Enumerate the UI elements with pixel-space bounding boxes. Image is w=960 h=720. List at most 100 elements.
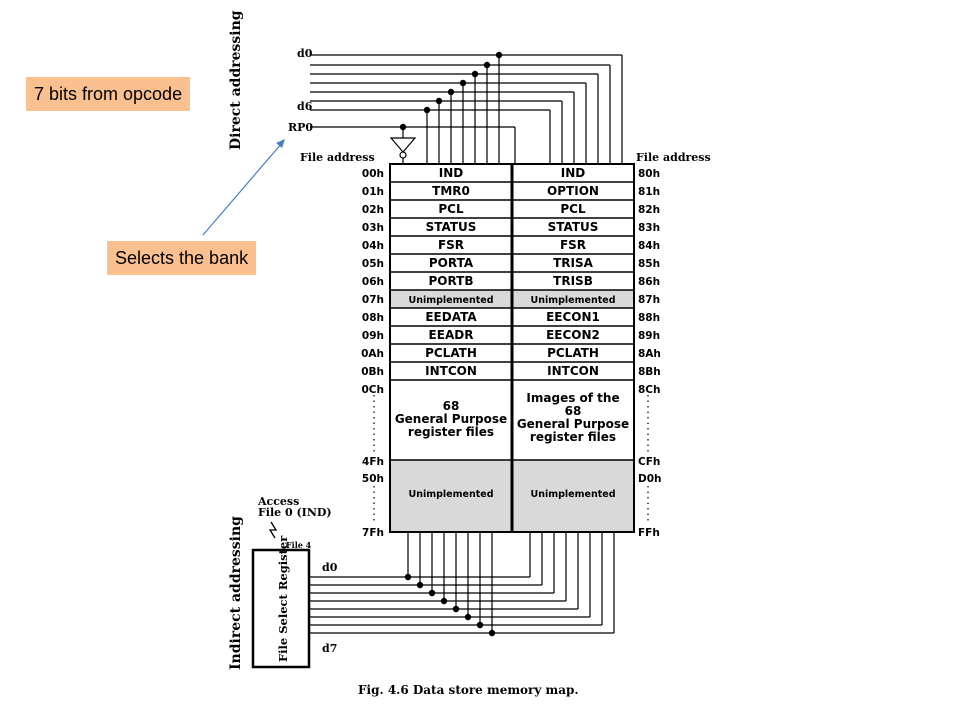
- d0-bottom-label: d0: [322, 561, 338, 574]
- bus-junction-dot: [476, 621, 484, 629]
- bus-junction-dot: [488, 629, 496, 637]
- bank1-register-cell: IND: [561, 166, 586, 180]
- bus-junction-dot: [471, 70, 479, 78]
- address-left: 0Ch: [362, 384, 385, 396]
- bank1-register-cell: TRISB: [553, 274, 593, 288]
- bank1-gpr-text: Images of the: [526, 391, 619, 405]
- direct-address-bus: [310, 51, 623, 164]
- bank1-gpr-text: 68: [565, 404, 582, 418]
- address-right: CFh: [638, 456, 660, 468]
- address-right: 8Ch: [638, 384, 661, 396]
- address-right: 88h: [638, 312, 660, 324]
- bus-junction-dot: [495, 51, 503, 59]
- address-left: 0Ah: [361, 348, 384, 360]
- bank0-register-cell: FSR: [438, 238, 464, 252]
- bus-junction-dot: [423, 106, 431, 114]
- address-left: 02h: [362, 204, 384, 216]
- bus-junction-dot: [435, 97, 443, 105]
- bank-select-callout: Selects the bank: [107, 241, 257, 275]
- bank1-register-cell: STATUS: [548, 220, 599, 234]
- bank0-gpr-text: register files: [408, 425, 494, 439]
- bank0-register-cell: PORTA: [429, 256, 474, 270]
- figure-caption: Fig. 4.6 Data store memory map.: [358, 683, 579, 697]
- address-right: 86h: [638, 276, 660, 288]
- address-left: 7Fh: [362, 527, 384, 539]
- address-left: 09h: [362, 330, 384, 342]
- bank0-register-cell: IND: [439, 166, 464, 180]
- bus-junction-dot: [416, 581, 424, 589]
- bus-junction-dot: [483, 61, 491, 69]
- address-left: 05h: [362, 258, 384, 270]
- bank0-register-cell: PORTB: [428, 274, 473, 288]
- bank0-register-cell: PCLATH: [425, 346, 477, 360]
- address-left: 00h: [362, 168, 384, 180]
- bank1-register-cell: Unimplemented: [530, 295, 615, 306]
- d6-label: d6: [297, 100, 313, 113]
- bank0-register-cell: EEDATA: [425, 310, 477, 324]
- bus-junction-dot: [464, 613, 472, 621]
- bank1-register-cell: PCL: [560, 202, 586, 216]
- bus-junction-dot: [447, 88, 455, 96]
- bank0-gpr-text: 68: [443, 399, 460, 413]
- indirect-address-bus: [309, 532, 615, 637]
- bus-junction-dot: [459, 79, 467, 87]
- address-left: 08h: [362, 312, 384, 324]
- bus-junction-dot: [452, 605, 460, 613]
- address-left: 0Bh: [361, 366, 384, 378]
- d0-top-label: d0: [297, 47, 313, 60]
- indirect-addressing-label: Indirect addressing: [228, 516, 244, 670]
- bank0-gpr-text: General Purpose: [395, 412, 507, 426]
- bank1-register-cell: EECON2: [546, 328, 600, 342]
- bank1-gpr-text: register files: [530, 430, 616, 444]
- bank0-unimplemented-text: Unimplemented: [408, 489, 493, 500]
- address-right: D0h: [638, 473, 662, 485]
- address-right: 8Ah: [638, 348, 661, 360]
- bank1-register-cell: TRISA: [553, 256, 594, 270]
- bus-junction-dot: [399, 123, 407, 131]
- address-right: 89h: [638, 330, 660, 342]
- bus-junction-dot: [428, 589, 436, 597]
- file4-label: File 4: [286, 540, 312, 550]
- address-right: 82h: [638, 204, 660, 216]
- address-right: 8Bh: [638, 366, 661, 378]
- bus-junction-dot: [440, 597, 448, 605]
- bank1-register-cell: INTCON: [547, 364, 599, 378]
- bank0-register-cell: Unimplemented: [408, 295, 493, 306]
- bank0-register-cell: TMR0: [432, 184, 470, 198]
- opcode-bits-callout: 7 bits from opcode: [26, 77, 191, 111]
- address-right: FFh: [638, 527, 660, 539]
- bank0-register-cell: PCL: [438, 202, 464, 216]
- address-right: 85h: [638, 258, 660, 270]
- inverter-icon: [389, 137, 417, 159]
- bank1-gpr-text: General Purpose: [517, 417, 629, 431]
- address-left: 07h: [362, 294, 384, 306]
- address-right: 84h: [638, 240, 660, 252]
- bank1-register-cell: PCLATH: [547, 346, 599, 360]
- bus-junction-dot: [404, 573, 412, 581]
- address-left: 04h: [362, 240, 384, 252]
- file-address-right-label: File address: [636, 151, 711, 164]
- address-right: 81h: [638, 186, 660, 198]
- bank-select-arrow: [202, 139, 285, 236]
- unimplemented-fill-bank0: [390, 290, 512, 308]
- address-left: 50h: [362, 473, 384, 485]
- access-label: Access: [257, 495, 299, 508]
- rp0-label: RP0: [288, 121, 313, 134]
- address-left: 4Fh: [362, 456, 384, 468]
- bank1-register-cell: FSR: [560, 238, 586, 252]
- bank0-register-cell: INTCON: [425, 364, 477, 378]
- bank1-register-cell: EECON1: [546, 310, 600, 324]
- address-right: 83h: [638, 222, 660, 234]
- unimplemented-fill-bank1: [512, 290, 634, 308]
- bank0-register-cell: EEADR: [429, 328, 474, 342]
- address-right: 80h: [638, 168, 660, 180]
- bank1-unimplemented-text: Unimplemented: [530, 489, 615, 500]
- address-right: 87h: [638, 294, 660, 306]
- lightning-icon: [268, 521, 278, 539]
- d7-label: d7: [322, 642, 337, 655]
- address-left: 06h: [362, 276, 384, 288]
- address-left: 01h: [362, 186, 384, 198]
